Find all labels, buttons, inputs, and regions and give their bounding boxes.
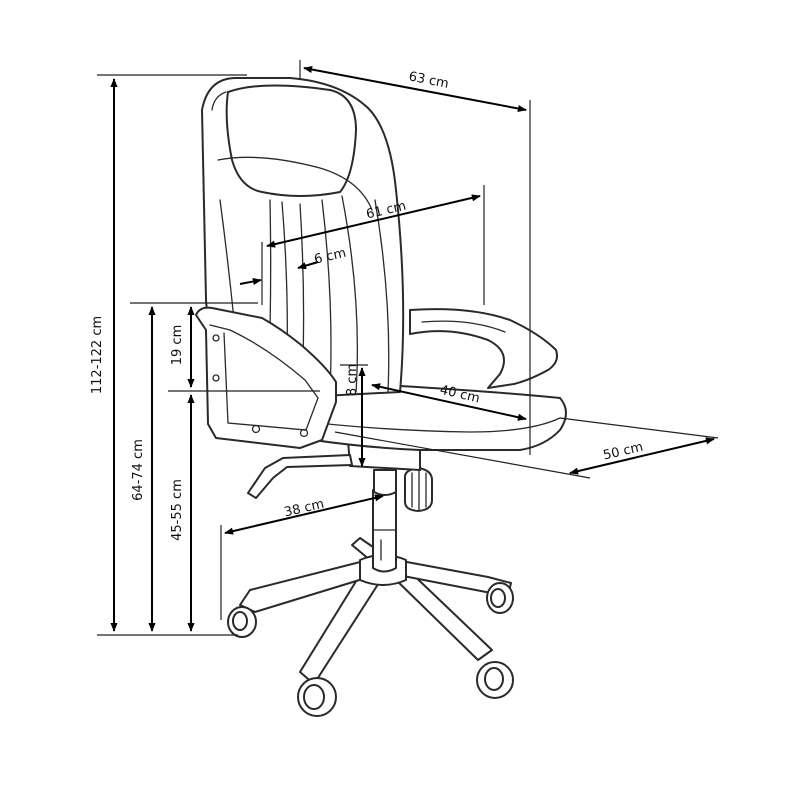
right-armrest [409, 308, 558, 389]
height-lever [247, 454, 353, 499]
dim-backrest-width [266, 194, 481, 248]
dim-base-radius [224, 494, 384, 535]
left-armrest [195, 306, 337, 449]
label-backrest-panel: 6 cm [313, 246, 348, 268]
caster-right [486, 582, 514, 614]
dim-backrest-panel-2 [297, 261, 319, 270]
gas-lift [372, 489, 397, 573]
dim-backrest-panel [239, 277, 262, 286]
dim-seat-width [371, 383, 527, 421]
dim-overall-depth [569, 437, 715, 475]
label-seat-height: 45-55 cm [170, 479, 185, 541]
label-armrest-height: 64-74 cm [131, 439, 146, 501]
dimension-lines [110, 65, 715, 632]
dim-overall-width [303, 65, 527, 113]
label-arm-above-seat: 19 cm [170, 325, 185, 366]
label-base-radius: 38 cm [283, 497, 326, 521]
label-seat-cushion: 8 cm [345, 364, 360, 396]
caster-left [227, 606, 257, 638]
dimension-labels: 112-122 cm 64-74 cm 45-55 cm 19 cm 63 cm… [90, 69, 645, 541]
cylinder-cap [373, 469, 397, 496]
caster-front-right [476, 661, 514, 699]
label-overall-height: 112-122 cm [90, 316, 105, 394]
extension-lines [97, 60, 719, 636]
chair-illustration [195, 77, 567, 717]
caster-front-left [297, 677, 337, 717]
